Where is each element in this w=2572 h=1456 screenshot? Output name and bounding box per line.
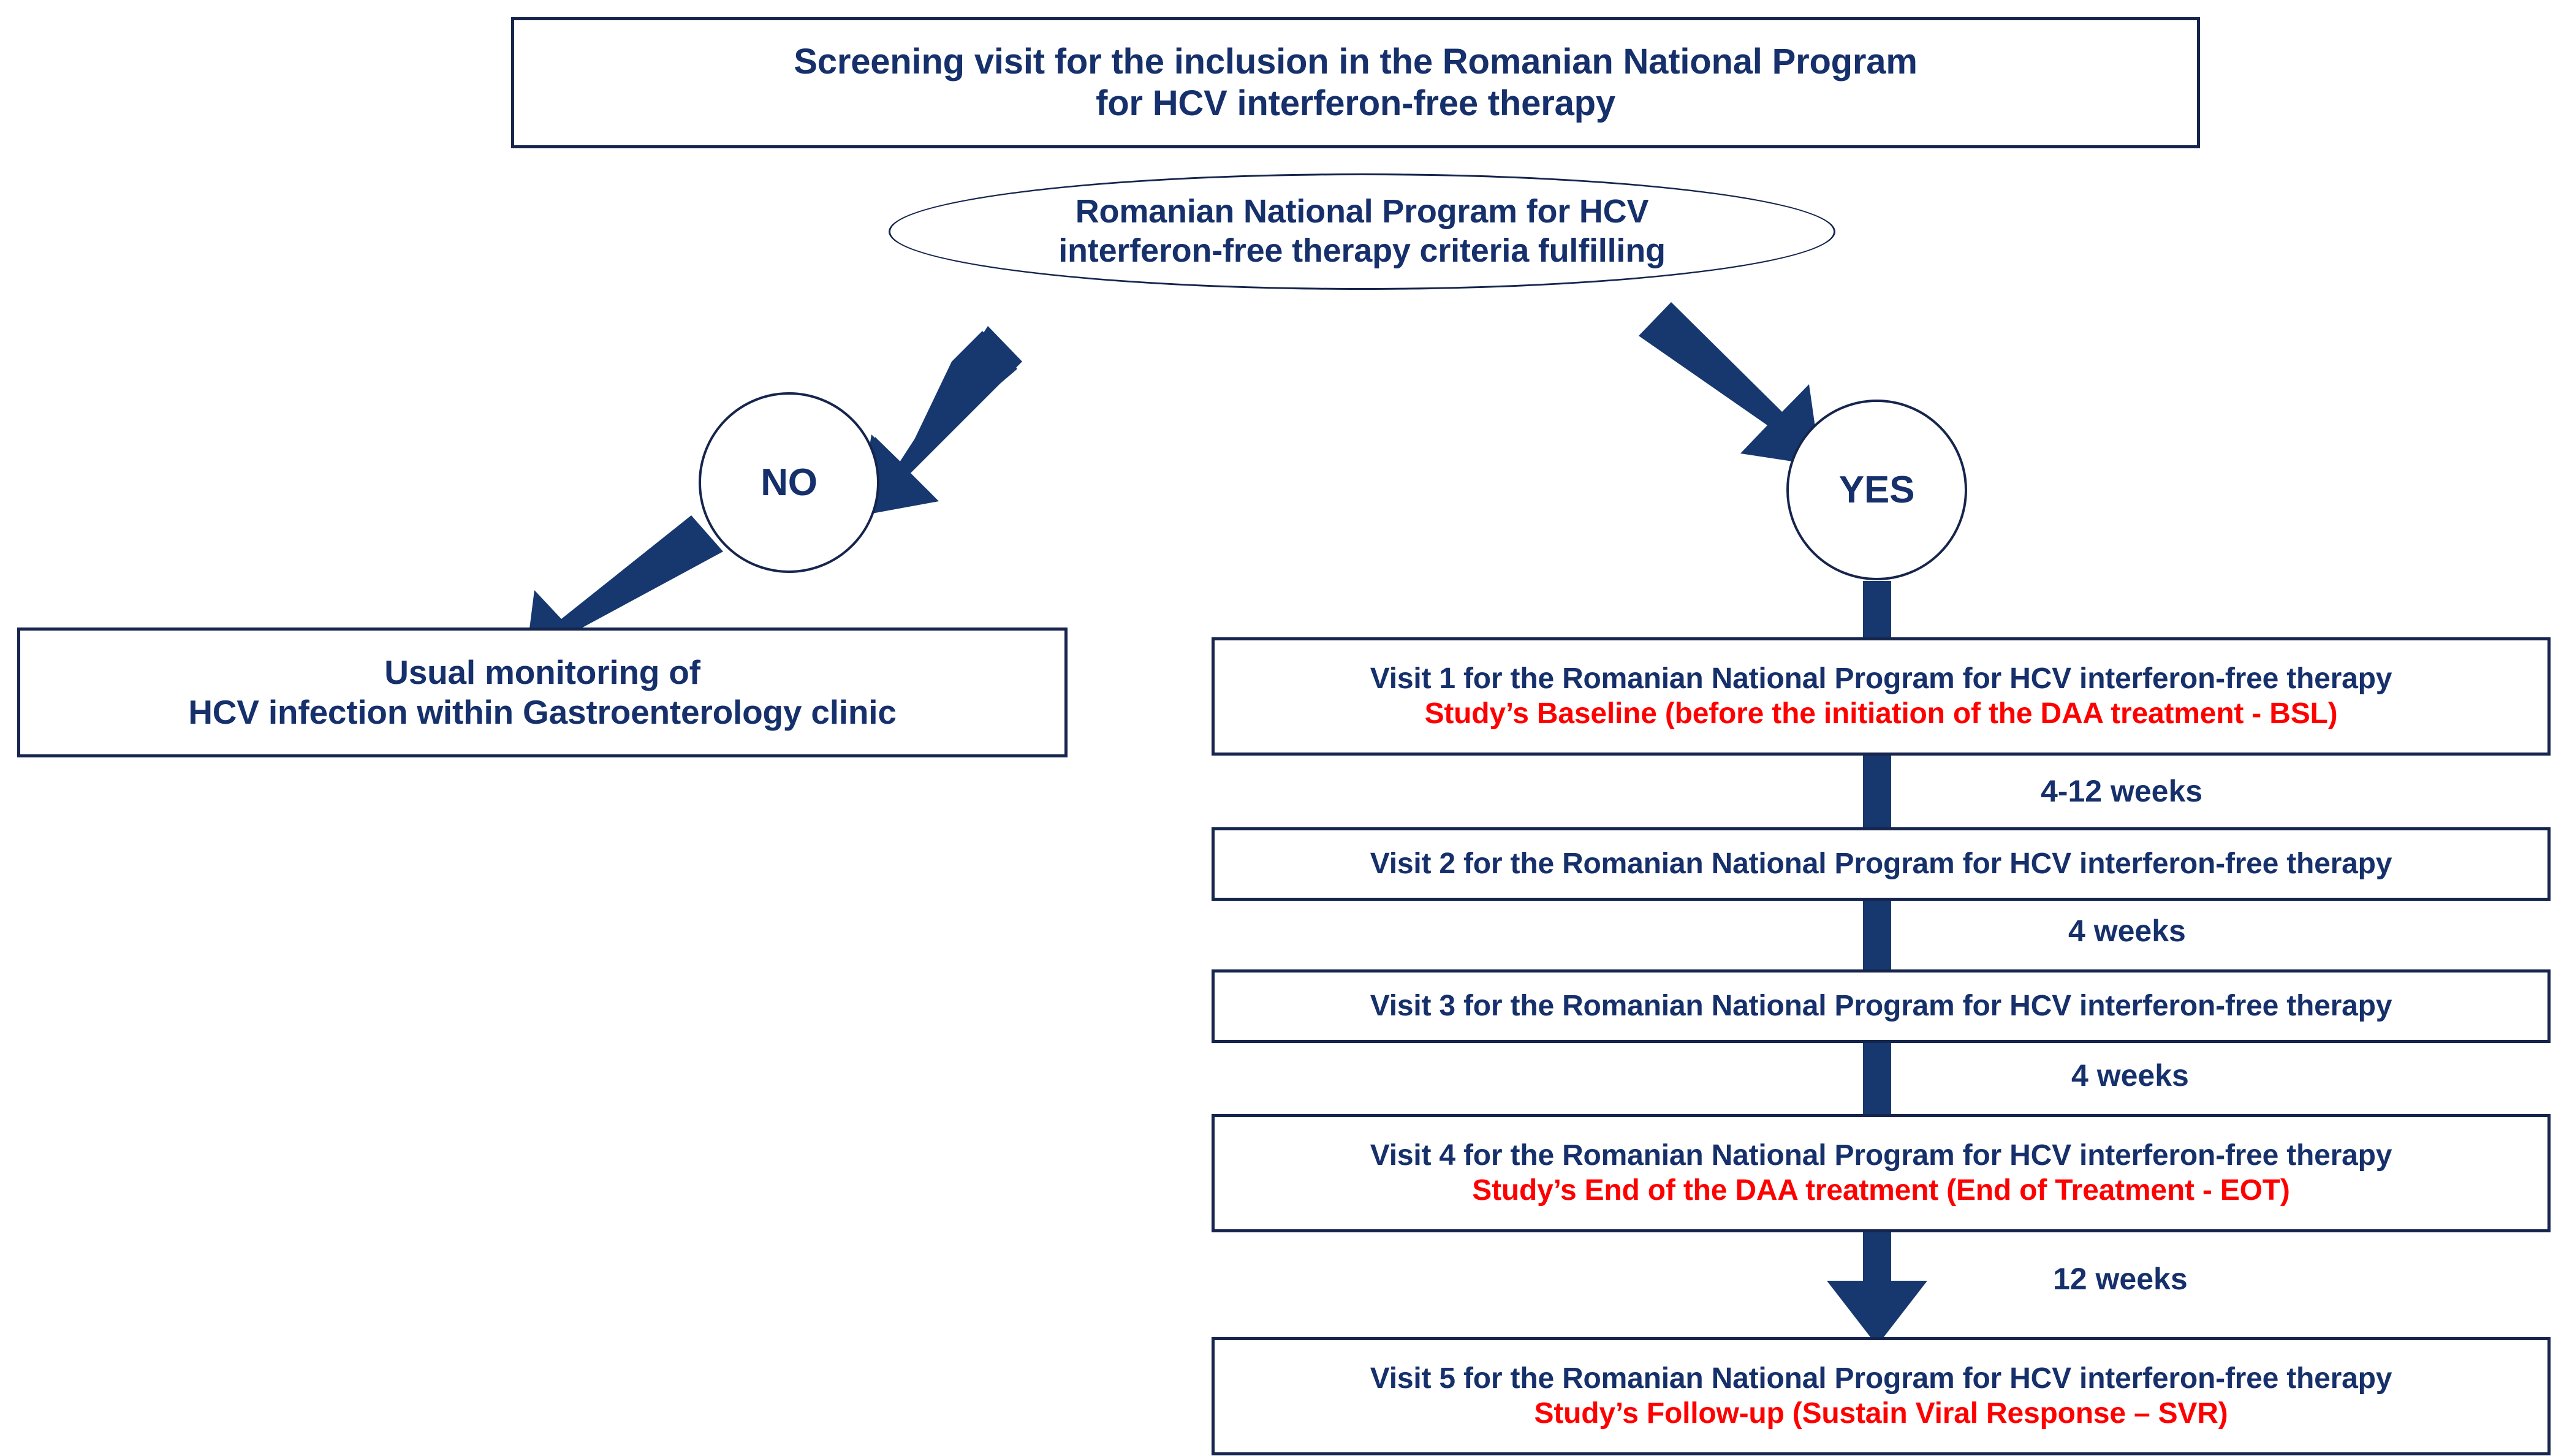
eligibility-decision-line-1: Romanian National Program for HCV [1075, 193, 1649, 230]
branch-no-circle: NO [699, 392, 879, 573]
visit-5-subtitle: Study’s Follow-up (Sustain Viral Respons… [1534, 1397, 2228, 1430]
arrow-ellipse-to-yes [1639, 302, 1821, 466]
interval-1-label: 4-12 weeks [2041, 774, 2203, 808]
branch-yes-label: YES [1838, 468, 1915, 511]
visit-4-subtitle: Study’s End of the DAA treatment (End of… [1472, 1174, 2290, 1207]
interval-2-label: 4 weeks [2068, 914, 2186, 948]
arrow-ellipse-to-no-shape [859, 326, 1022, 516]
branch-no-label: NO [761, 461, 818, 504]
visit-4-title: Visit 4 for the Romanian National Progra… [1370, 1139, 2392, 1172]
visit-2-title: Visit 2 for the Romanian National Progra… [1370, 847, 2392, 880]
visit-5-title: Visit 5 for the Romanian National Progra… [1370, 1362, 2392, 1395]
interval-3-label: 4 weeks [2071, 1058, 2189, 1093]
visit-5-box: Visit 5 for the Romanian National Progra… [1212, 1337, 2551, 1455]
screening-visit-line-2: for HCV interferon-free therapy [1096, 83, 1615, 123]
visit-3-box: Visit 3 for the Romanian National Progra… [1212, 969, 2551, 1043]
usual-monitoring-line-2: HCV infection within Gastroenterology cl… [188, 693, 897, 731]
usual-monitoring-line-1: Usual monitoring of [384, 653, 700, 692]
screening-visit-box: Screening visit for the inclusion in the… [511, 17, 2200, 148]
visit-4-box: Visit 4 for the Romanian National Progra… [1212, 1114, 2551, 1232]
screening-visit-line-1: Screening visit for the inclusion in the… [794, 41, 1918, 82]
eligibility-decision-ellipse: Romanian National Program for HCV interf… [889, 173, 1835, 290]
visit-1-box: Visit 1 for the Romanian National Progra… [1212, 637, 2551, 756]
arrow-ellipse-to-no [863, 331, 1017, 509]
branch-yes-circle: YES [1786, 400, 1967, 580]
visit-2-box: Visit 2 for the Romanian National Progra… [1212, 827, 2551, 901]
visit-3-title: Visit 3 for the Romanian National Progra… [1370, 989, 2392, 1022]
eligibility-decision-line-2: interferon-free therapy criteria fulfill… [1058, 232, 1666, 269]
interval-4-label: 12 weeks [2053, 1262, 2188, 1296]
visit-1-title: Visit 1 for the Romanian National Progra… [1370, 662, 2392, 695]
usual-monitoring-box: Usual monitoring of HCV infection within… [17, 628, 1068, 757]
visit-1-subtitle: Study’s Baseline (before the initiation … [1424, 697, 2338, 730]
